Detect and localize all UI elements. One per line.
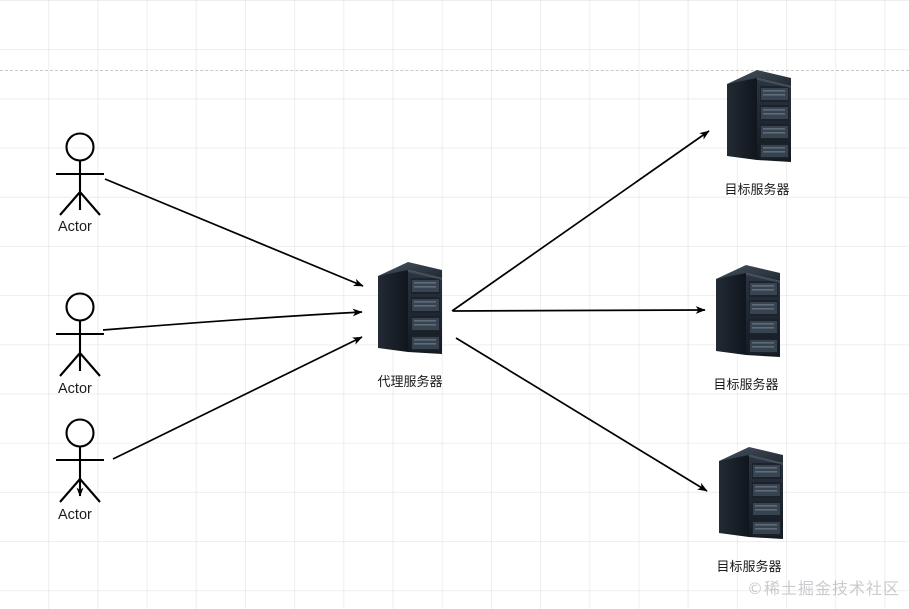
actor-leg-left [59, 191, 81, 216]
site-watermark: ©稀土掘金技术社区 [746, 579, 900, 598]
actor-leg-right [79, 478, 101, 503]
edge-proxy-target3 [455, 337, 708, 492]
target-server-3-node[interactable] [715, 441, 787, 550]
target-server-1-label: 目标服务器 [724, 183, 790, 198]
server-rack-icon [378, 262, 442, 354]
actor-head-icon [65, 132, 95, 162]
actor-leg-right [79, 352, 101, 377]
edge-actor1-proxy [104, 178, 364, 287]
actor-3-label: Actor [58, 507, 92, 523]
target-server-1-node[interactable] [723, 64, 795, 173]
edge-actor3-proxy [112, 336, 363, 460]
server-rack-icon [727, 70, 791, 162]
edge-proxy-target2 [452, 306, 706, 314]
actor-1-label: Actor [58, 219, 92, 235]
page-break-dashed-line [0, 70, 909, 71]
target-server-2-label: 目标服务器 [713, 378, 779, 393]
target-server-2-node[interactable] [712, 259, 784, 368]
actor-leg-right [79, 191, 101, 216]
actor-2-label: Actor [58, 381, 92, 397]
target-server-3-label: 目标服务器 [716, 560, 782, 575]
server-rack-icon [719, 447, 783, 539]
server-rack-icon [716, 265, 780, 357]
proxy-server-label: 代理服务器 [377, 375, 443, 390]
actor-head-icon [65, 418, 95, 448]
proxy-server-node[interactable] [374, 256, 446, 365]
actor-leg-left [59, 478, 81, 503]
actor-leg-left [59, 352, 81, 377]
edge-proxy-target1 [451, 130, 710, 312]
actor-head-icon [65, 292, 95, 322]
edge-actor2-proxy [102, 308, 363, 331]
